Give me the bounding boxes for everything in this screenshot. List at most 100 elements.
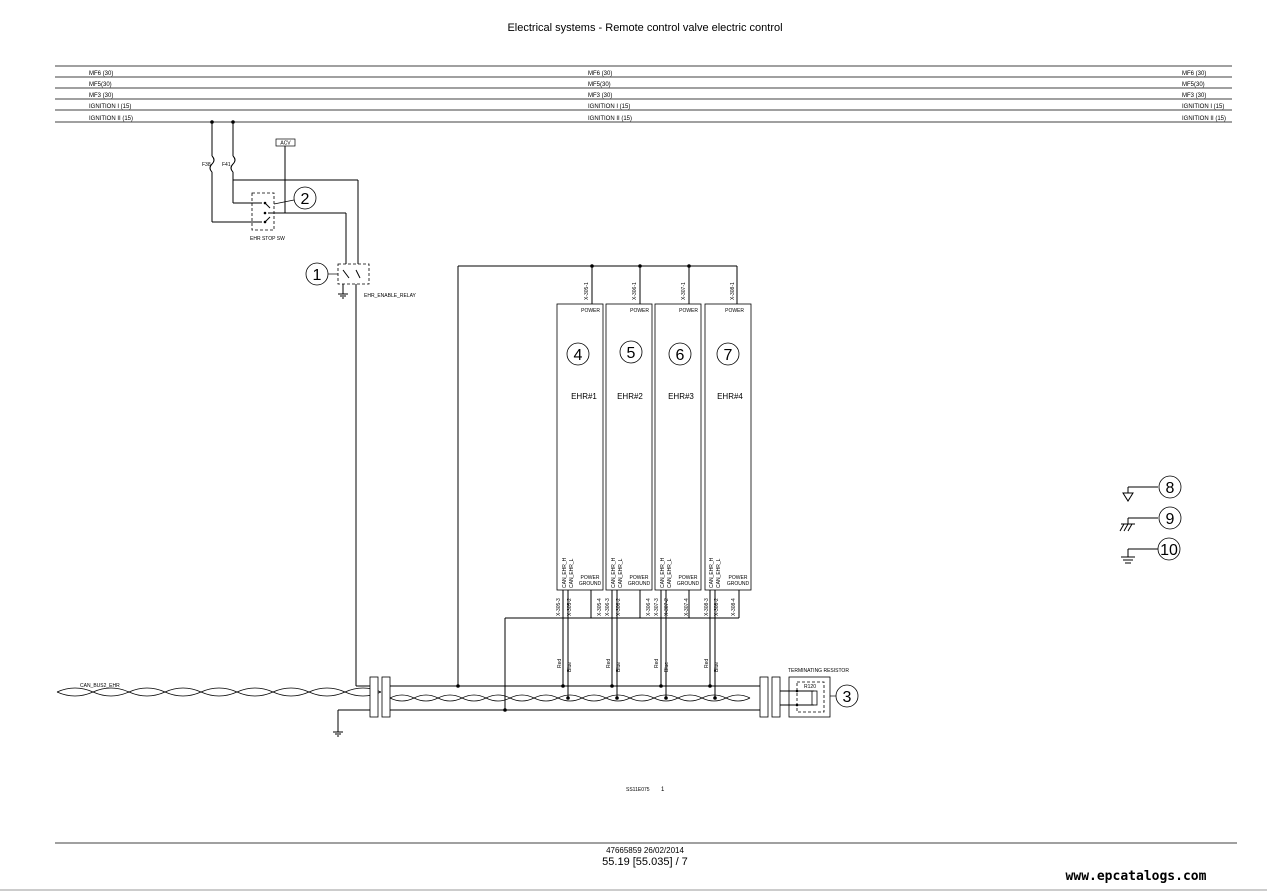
module-pin-3: X-308-4	[731, 598, 737, 616]
callout-5: 5	[627, 345, 636, 362]
drawing-ref-sheet: 1	[661, 787, 665, 793]
busbar-label-left: IGNITION I (15)	[89, 104, 131, 110]
can-connector-right-a	[759, 676, 769, 718]
busbar-label-left: MF3 (30)	[89, 93, 113, 99]
stop-switch-label: EHR STOP SW	[250, 236, 285, 242]
busbar-label-right: IGNITION II (15)	[1182, 116, 1226, 122]
fuse-f41-label: F41	[222, 162, 231, 168]
module-pin-3: X-306-4	[646, 598, 652, 616]
can-connector-left-a	[369, 676, 379, 718]
signal-ground-legend: 8	[1122, 475, 1182, 502]
busbar-ignition-2: IGNITION II (15) IGNITION II (15) IGNITI…	[55, 116, 1232, 123]
callout-9: 9	[1166, 511, 1175, 528]
module-connector-top: X-305-1	[584, 282, 590, 300]
busbar-label-center: IGNITION I (15)	[588, 104, 630, 110]
wire-color-blue: Blue	[664, 662, 670, 672]
callout-2: 2	[301, 191, 310, 208]
ehr-enable-relay	[337, 263, 370, 285]
wire-color-red: Red	[606, 659, 612, 668]
chassis-ground-icon	[1119, 523, 1135, 532]
resistor-symbol	[811, 690, 818, 706]
module-ground-1: POWER	[679, 575, 698, 581]
can-bus-label: CAN_BUS2_EHR	[80, 683, 120, 689]
module-pin-1: X-307-3	[654, 598, 660, 616]
busbar-label-left: MF5(30)	[89, 82, 112, 88]
ehr-stop-switch	[251, 192, 275, 231]
earth-ground-icon	[1121, 556, 1135, 564]
module-ground-1: POWER	[630, 575, 649, 581]
fuse-f38-label: F38	[202, 162, 211, 168]
can-bus: CAN_BUS2_EHR	[56, 676, 797, 737]
wire-color-red: Red	[654, 659, 660, 668]
signal-ground-icon	[1122, 492, 1134, 502]
module-name: EHR#1	[571, 392, 597, 401]
busbar-label-right: MF3 (30)	[1182, 93, 1206, 99]
legend-symbols: 8 9 10	[1119, 475, 1182, 564]
module-can-h: CAN_EHR_H	[709, 557, 715, 588]
module-can-l: CAN_EHR_L	[667, 558, 673, 588]
busbar-label-center: MF5(30)	[588, 82, 611, 88]
busbar-label-center: MF3 (30)	[588, 93, 612, 99]
callout-8: 8	[1166, 480, 1175, 497]
chassis-ground-legend: 9	[1119, 506, 1182, 532]
drawing-ref-code: SS11E075	[626, 787, 650, 793]
module-pin-3: X-305-4	[597, 598, 603, 616]
module-pin-1: X-305-3	[556, 598, 562, 616]
can-connector-right-b	[771, 676, 781, 718]
busbar-label-center: IGNITION II (15)	[588, 116, 632, 122]
module-connector-top: X-307-1	[681, 282, 687, 300]
resistor-value: R120	[804, 684, 816, 690]
busbar-label-left: MF6 (30)	[89, 71, 113, 77]
module-pin-2: X-305-2	[567, 598, 573, 616]
module-can-l: CAN_EHR_L	[716, 558, 722, 588]
busbar-mf6: MF6 (30) MF6 (30) MF6 (30)	[55, 71, 1232, 78]
module-ground-2: GROUND	[677, 581, 700, 587]
wire-color-red: Red	[557, 659, 563, 668]
callout-1: 1	[313, 267, 322, 284]
busbar-label-right: IGNITION I (15)	[1182, 104, 1224, 110]
module-ground-1: POWER	[581, 575, 600, 581]
module-pin-1: X-308-3	[704, 598, 710, 616]
fuse-f41-symbol	[230, 155, 236, 173]
busbar-label-center: MF6 (30)	[588, 71, 612, 77]
module-power-label: POWER	[630, 308, 649, 314]
callout-2-group: 2	[273, 186, 317, 210]
acv-label: ACV	[280, 141, 291, 147]
module-bottom-wiring	[456, 590, 740, 712]
module-pin-2: X-307-2	[664, 598, 670, 616]
module-power-label: POWER	[581, 308, 600, 314]
relay-label: EHR_ENABLE_RELAY	[364, 293, 417, 299]
ehr-module-2: X-306-1 POWER 5 EHR#2 CAN_EHR_H CAN_EHR_…	[605, 282, 653, 672]
module-ground-1: POWER	[729, 575, 748, 581]
wire-color-blue: Blue	[616, 662, 622, 672]
wire-color-red: Red	[704, 659, 710, 668]
can-connector-left-b	[381, 676, 391, 718]
callout-6: 6	[676, 347, 685, 364]
module-connector-top: X-306-1	[632, 282, 638, 300]
fuse-f38-symbol	[209, 155, 215, 173]
module-pin-1: X-306-3	[605, 598, 611, 616]
busbar-group: MF6 (30) MF6 (30) MF6 (30) MF5(30) MF5(3…	[55, 65, 1232, 123]
busbar-ignition-1: IGNITION I (15) IGNITION I (15) IGNITION…	[55, 104, 1232, 111]
callout-10: 10	[1160, 542, 1178, 559]
module-pin-2: X-306-2	[616, 598, 622, 616]
module-name: EHR#2	[617, 392, 643, 401]
module-power-label: POWER	[679, 308, 698, 314]
module-pin-3: X-307-4	[684, 598, 690, 616]
module-can-h: CAN_EHR_H	[660, 557, 666, 588]
watermark: www.epcatalogs.com	[1066, 869, 1207, 884]
module-can-l: CAN_EHR_L	[618, 558, 624, 588]
module-can-h: CAN_EHR_H	[611, 557, 617, 588]
busbar-mf3: MF3 (30) MF3 (30) MF3 (30)	[55, 93, 1232, 100]
earth-ground-legend: 10	[1121, 537, 1181, 564]
module-ground-2: GROUND	[727, 581, 750, 587]
callout-1-group: 1	[305, 262, 338, 286]
busbar-label-left: IGNITION II (15)	[89, 116, 133, 122]
footer-doc: 47665859 26/02/2014	[606, 846, 684, 855]
ehr-module-3: X-307-1 POWER 6 EHR#3 CAN_EHR_H CAN_EHR_…	[654, 282, 702, 672]
module-power-feed	[457, 264, 738, 686]
terminating-resistor-label: TERMINATING RESISTOR	[788, 668, 849, 674]
module-pin-2: X-308-2	[714, 598, 720, 616]
callout-4: 4	[574, 347, 583, 364]
